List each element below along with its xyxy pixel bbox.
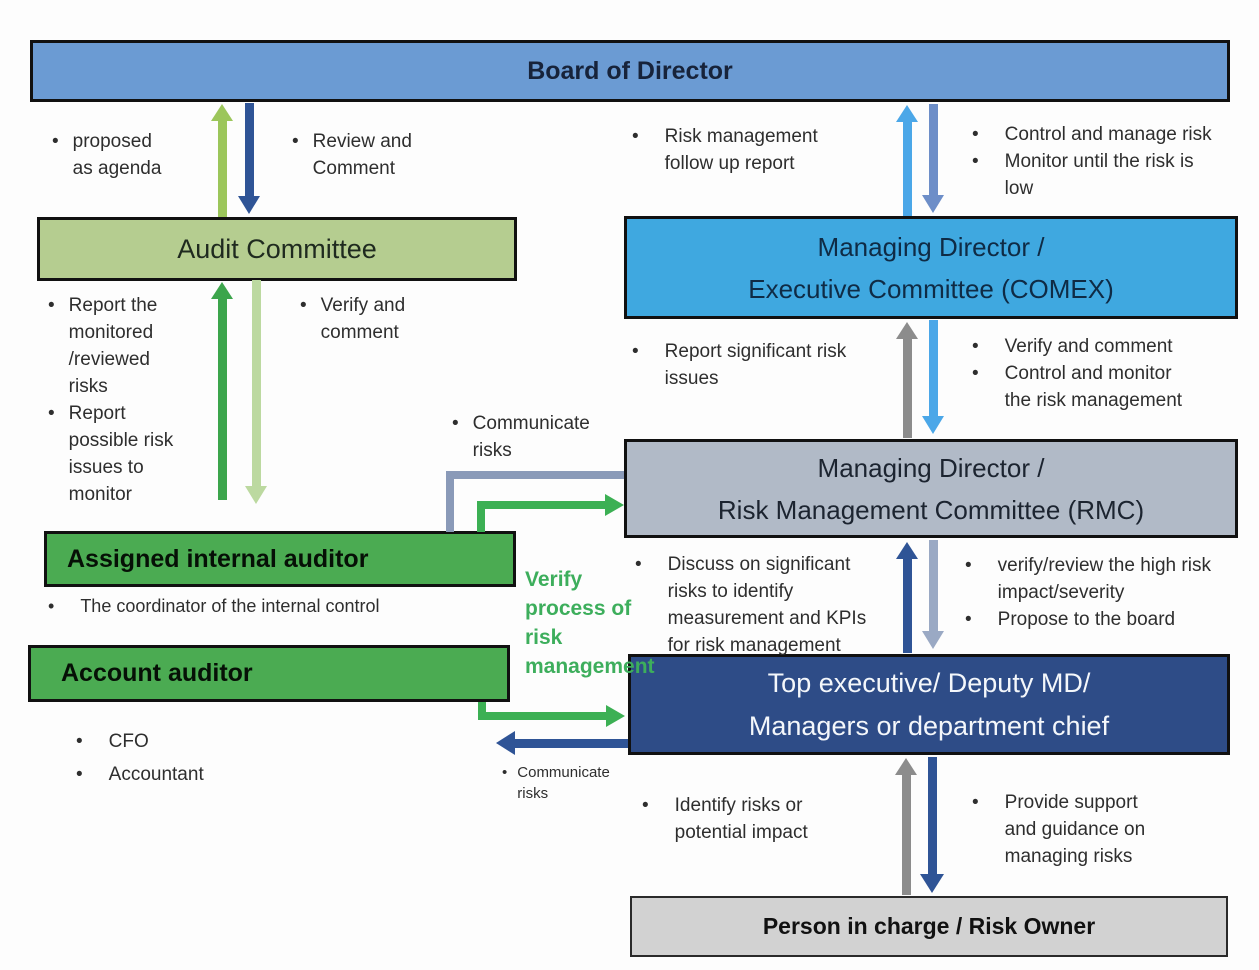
box-top-executive-line2: Managers or department chief: [748, 710, 1110, 741]
bullet: •: [972, 336, 979, 357]
note-verify-and-comment-left: •Verify and comment: [300, 292, 470, 346]
bullet: •: [48, 403, 55, 424]
bullet: •: [300, 295, 307, 316]
box-board-of-director-label: Board of Director: [527, 56, 733, 85]
bullet: •: [632, 341, 639, 362]
bullet: •: [972, 363, 979, 384]
note-internal-control-coordinator: •The coordinator of the internal control: [48, 593, 508, 620]
bullet: •: [632, 126, 639, 147]
bullet: •: [292, 131, 299, 152]
bullet: •: [635, 554, 642, 575]
box-comex-line2: Executive Committee (COMEX): [748, 273, 1114, 304]
note-report-monitored-risks: •Report the monitored /reviewed risks •R…: [48, 292, 238, 508]
note-communicate-risks-rmc: •Communicate risks: [452, 410, 622, 464]
note-report-significant-risk: •Report significant risk issues: [632, 338, 882, 392]
note-review-and-comment: •Review and Comment: [292, 128, 472, 182]
label-verify-process-of-risk-management: Verify process of risk management: [525, 568, 655, 678]
note-identify-risks: •Identify risks or potential impact: [642, 792, 872, 846]
note-risk-management-follow-up: •Risk management follow up report: [632, 123, 862, 177]
bullet: •: [502, 764, 508, 781]
bullet: •: [76, 764, 83, 785]
bullet: •: [52, 131, 59, 152]
box-rmc: Managing Director / Risk Management Comm…: [624, 439, 1238, 538]
bullet: •: [76, 731, 83, 752]
bullet: •: [48, 596, 55, 616]
box-audit-committee: Audit Committee: [37, 217, 517, 281]
note-verify-review-high-risk: •verify/review the high risk impact/seve…: [965, 552, 1250, 633]
box-person-in-charge: Person in charge / Risk Owner: [630, 896, 1228, 957]
box-account-auditor: Account auditor: [28, 645, 510, 702]
box-rmc-line1: Managing Director /: [817, 452, 1045, 483]
bullet: •: [972, 792, 979, 813]
box-audit-committee-label: Audit Committee: [177, 233, 377, 264]
box-comex: Managing Director / Executive Committee …: [624, 216, 1238, 319]
bullet: •: [452, 413, 459, 434]
box-top-executive-line1: Top executive/ Deputy MD/: [767, 667, 1091, 698]
box-top-executive: Top executive/ Deputy MD/ Managers or de…: [628, 654, 1230, 755]
note-account-auditor-members: •CFO •Accountant: [76, 725, 296, 791]
note-provide-support: •Provide support and guidance on managin…: [972, 789, 1212, 870]
note-control-and-manage-risk: •Control and manage risk •Monitor until …: [972, 121, 1242, 202]
bullet: •: [48, 295, 55, 316]
bullet: •: [972, 124, 979, 145]
box-assigned-internal-auditor: Assigned internal auditor: [44, 531, 516, 587]
box-rmc-line2: Risk Management Committee (RMC): [717, 494, 1145, 525]
note-proposed-as-agenda: •proposed as agenda: [52, 128, 232, 182]
box-comex-line1: Managing Director /: [817, 231, 1045, 262]
box-assigned-internal-auditor-label: Assigned internal auditor: [67, 544, 369, 573]
bullet: •: [965, 555, 972, 576]
box-account-auditor-label: Account auditor: [61, 659, 253, 687]
note-verify-control-monitor: •Verify and comment •Control and monitor…: [972, 333, 1242, 414]
box-person-in-charge-label: Person in charge / Risk Owner: [762, 913, 1096, 939]
bullet: •: [965, 609, 972, 630]
note-communicate-risks-auditors: •Communicate risks: [502, 764, 610, 802]
note-discuss-significant-risks: •Discuss on significant risks to identif…: [635, 551, 895, 659]
box-board-of-director: Board of Director: [30, 40, 1230, 102]
bullet: •: [642, 795, 649, 816]
bullet: •: [972, 151, 979, 172]
